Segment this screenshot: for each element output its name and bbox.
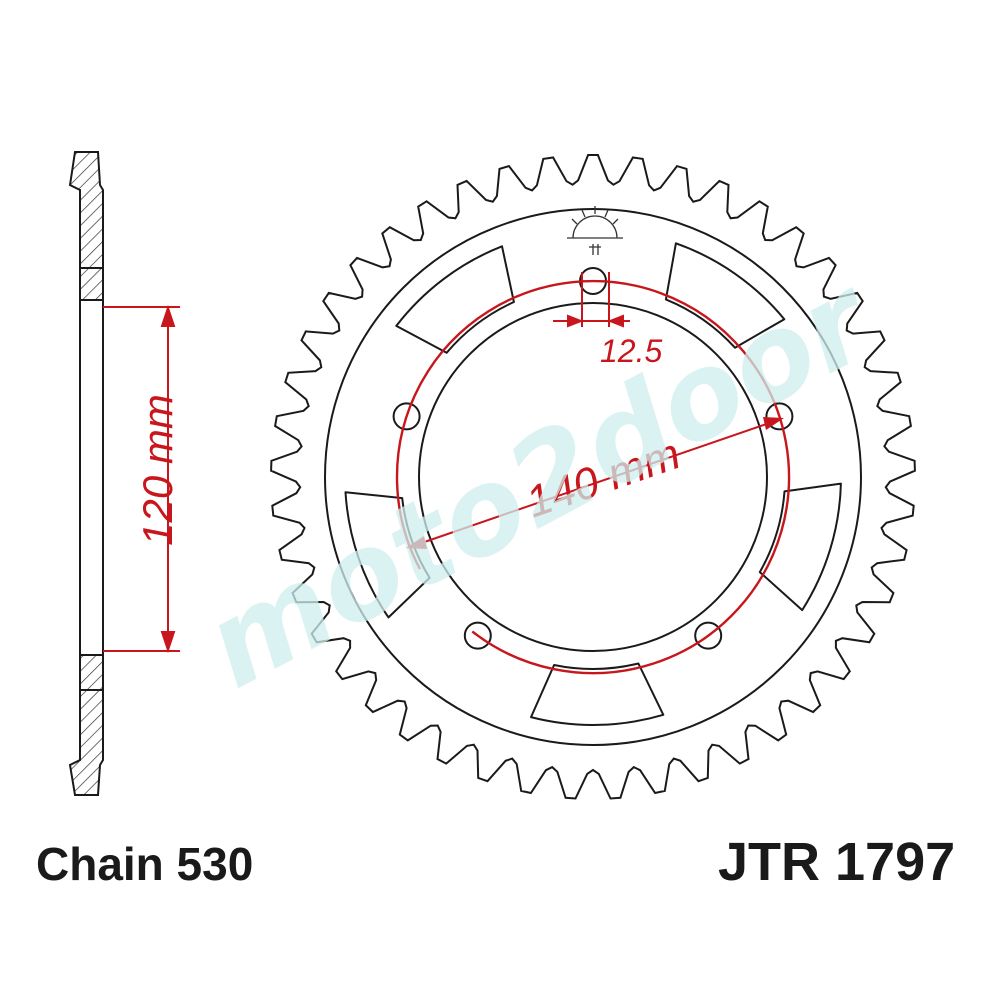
timing-mark-icon <box>567 206 623 255</box>
part-number-label: JTR 1797 <box>718 832 955 892</box>
window-4 <box>530 662 665 726</box>
window-3 <box>758 482 842 612</box>
side-profile <box>68 151 104 796</box>
sprocket-lightening-windows <box>344 242 842 726</box>
bore-dimension-label: 120 mm <box>134 394 181 546</box>
sprocket-center-bore <box>418 302 768 652</box>
pcd-dimension <box>395 279 791 675</box>
side-profile-web <box>79 299 104 661</box>
sprocket-inner-rim <box>324 208 862 746</box>
pcd-leader <box>409 419 779 548</box>
side-profile-bottom <box>68 654 104 796</box>
side-profile-top <box>68 151 104 301</box>
chain-size-label: Chain 530 <box>36 838 253 890</box>
pcd-arc <box>395 279 791 675</box>
window-1 <box>395 245 515 354</box>
window-2 <box>664 242 786 349</box>
hole-dimension-label: 12.5 <box>600 333 662 369</box>
bore-dimension <box>103 304 180 654</box>
window-5 <box>344 491 431 619</box>
hole-dimension <box>553 272 630 328</box>
sprocket-front <box>270 154 916 800</box>
